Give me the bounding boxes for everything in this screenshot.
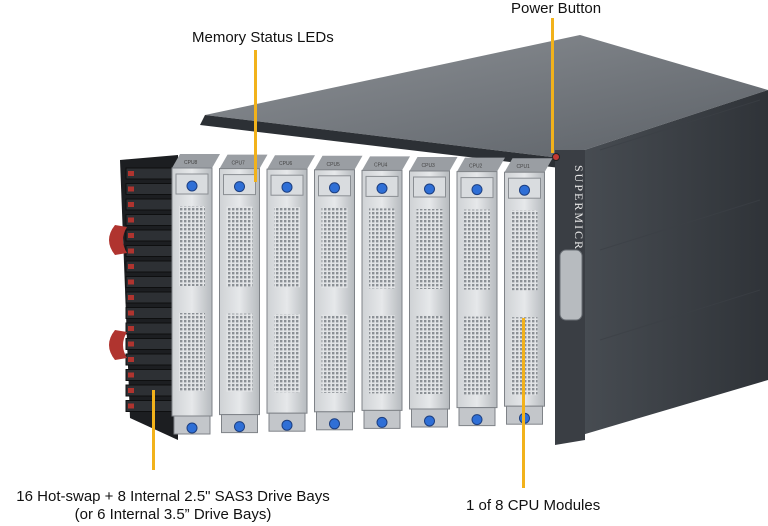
drive-slot[interactable] <box>125 400 175 412</box>
drive-slot[interactable] <box>125 322 175 335</box>
memory-led-button-icon <box>234 181 245 193</box>
drive-slot[interactable] <box>125 260 175 273</box>
drive-slot[interactable] <box>125 245 175 257</box>
callout-power-button: Power Button <box>511 0 602 17</box>
cpu-module[interactable]: CPU5 <box>314 155 363 431</box>
callout-memory-leds: Memory Status LEDs <box>192 29 334 46</box>
drive-slot[interactable] <box>125 353 175 366</box>
drive-slot[interactable] <box>125 276 175 288</box>
module-tag: CPU1 <box>517 164 531 170</box>
module-tag: CPU5 <box>327 162 341 168</box>
module-tag: CPU4 <box>374 162 388 168</box>
module-tag: CPU8 <box>184 160 198 166</box>
memory-led-button-icon <box>281 181 293 193</box>
drive-slot[interactable] <box>125 369 175 381</box>
release-knob-icon <box>376 416 388 428</box>
leader-drive-bays <box>152 390 155 470</box>
drive-slot[interactable] <box>125 198 175 211</box>
module-tag: CPU2 <box>469 164 483 170</box>
handle <box>559 249 583 321</box>
drive-slot[interactable] <box>125 338 175 350</box>
memory-led-button-icon <box>519 184 530 196</box>
drive-slot[interactable] <box>125 384 175 397</box>
release-knob-icon <box>471 414 483 426</box>
memory-led-button-icon <box>329 182 340 194</box>
release-knob-icon <box>186 422 198 434</box>
leader-memory-leds <box>254 50 257 182</box>
cpu-module[interactable]: CPU7 <box>219 154 268 434</box>
callout-drive-bays-line1: 16 Hot-swap + 8 Internal 2.5" SAS3 Drive… <box>16 488 330 505</box>
cpu-module[interactable]: CPU4 <box>361 156 410 429</box>
cpu-module[interactable]: CPU1 <box>504 158 553 425</box>
callout-drive-bays: 16 Hot-swap + 8 Internal 2.5" SAS3 Drive… <box>8 488 338 524</box>
module-tag: CPU7 <box>232 161 246 167</box>
release-knob-icon <box>281 419 293 431</box>
memory-led-button-icon <box>376 182 388 194</box>
leader-power-button <box>551 18 554 153</box>
cpu-module[interactable]: CPU3 <box>409 157 458 428</box>
drive-slot[interactable] <box>125 307 175 319</box>
cpu-module[interactable]: CPU8 <box>171 154 220 435</box>
power-button-icon <box>552 153 560 161</box>
drive-slot[interactable] <box>125 291 175 304</box>
chassis-side <box>560 90 768 440</box>
drive-slot[interactable] <box>125 167 175 180</box>
callout-drive-bays-line2: (or 6 Internal 3.5” Drive Bays) <box>74 506 272 523</box>
chassis-top <box>205 35 768 158</box>
drive-slot[interactable] <box>125 183 175 195</box>
brand-logo: SUPERMICR <box>572 165 586 251</box>
module-tag: CPU6 <box>279 161 293 167</box>
release-knob-icon <box>329 418 340 430</box>
memory-led-button-icon <box>471 184 483 196</box>
leader-cpu-modules <box>522 318 525 488</box>
callout-cpu-modules: 1 of 8 CPU Modules <box>466 497 601 514</box>
memory-led-button-icon <box>186 180 198 192</box>
module-tag: CPU3 <box>422 163 436 169</box>
drive-slot[interactable] <box>125 214 175 226</box>
cpu-module[interactable]: CPU2 <box>456 157 505 427</box>
cpu-module[interactable]: CPU6 <box>266 155 315 432</box>
memory-led-button-icon <box>424 183 435 195</box>
drive-slot[interactable] <box>125 229 175 242</box>
release-knob-icon <box>424 415 435 427</box>
release-knob-icon <box>234 421 245 433</box>
